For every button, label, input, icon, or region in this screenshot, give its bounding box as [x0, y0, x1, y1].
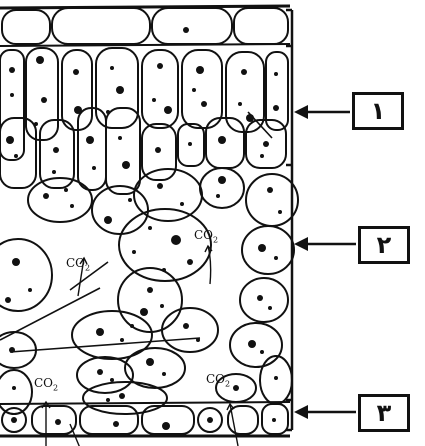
co2-label-spongy-right: CO2: [194, 228, 219, 245]
gas-flow-arrows: [41, 244, 239, 446]
layer-brackets: [286, 8, 356, 432]
co2-label-spongy-left: CO2: [66, 256, 91, 273]
co2-label-bottom-right: CO2: [206, 372, 231, 389]
label-box-3: ۳: [358, 394, 410, 432]
pointer-arrowheads: [294, 105, 308, 419]
label-box-1: ۱: [352, 92, 404, 130]
co2-label-bottom-left: CO2: [34, 376, 59, 393]
lower-epidermis: [0, 401, 291, 438]
label-box-2: ۲: [358, 226, 410, 264]
chloroplast-dots: [5, 27, 282, 430]
palisade-layer: [0, 47, 289, 195]
upper-epidermis: [0, 4, 291, 47]
spongy-mesophyll: [0, 167, 299, 415]
